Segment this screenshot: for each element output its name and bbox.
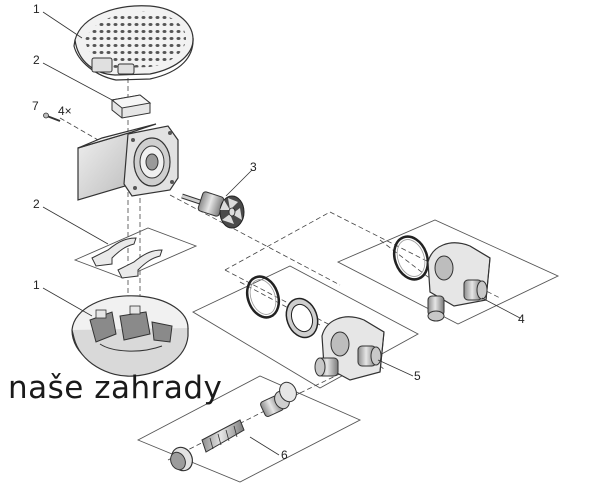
- frame-part-4: [336, 219, 560, 325]
- callout-6: 6: [281, 448, 288, 462]
- screw-part-7: [43, 112, 61, 122]
- callout-4x-quantity: 4×: [58, 104, 72, 118]
- outlet-housing-part-4: [427, 242, 491, 322]
- perforated-top-cover: [73, 5, 194, 81]
- callout-4: 4: [518, 312, 525, 326]
- callout-1-top: 1: [33, 2, 40, 16]
- impeller-shaft: [181, 191, 245, 229]
- hose-tail-part-6: [201, 419, 245, 453]
- threaded-connector-part-6: [260, 381, 297, 417]
- o-ring-part-5: [245, 275, 281, 319]
- motor-housing: [77, 123, 179, 201]
- callout-5: 5: [414, 369, 421, 383]
- outlet-housing-part-5: [314, 316, 385, 381]
- callout-3: 3: [250, 160, 257, 174]
- callout-leader-lines: [42, 11, 521, 456]
- foam-insert-frame: [73, 227, 198, 279]
- callout-2-top: 2: [33, 53, 40, 67]
- o-ring-part-4: [392, 235, 430, 281]
- pump-base: [71, 295, 189, 377]
- callout-2-middle: 2: [33, 197, 40, 211]
- foam-insert-top: [110, 94, 152, 119]
- seal-ring-part-5: [285, 297, 319, 339]
- frame-part-5: [192, 265, 419, 389]
- frame-part-6: [136, 375, 362, 483]
- callout-7: 7: [32, 99, 39, 113]
- union-nut-part-6: [170, 446, 193, 472]
- callout-1-bottom: 1: [33, 278, 40, 292]
- watermark-brand-text: naše zahrady: [8, 370, 223, 406]
